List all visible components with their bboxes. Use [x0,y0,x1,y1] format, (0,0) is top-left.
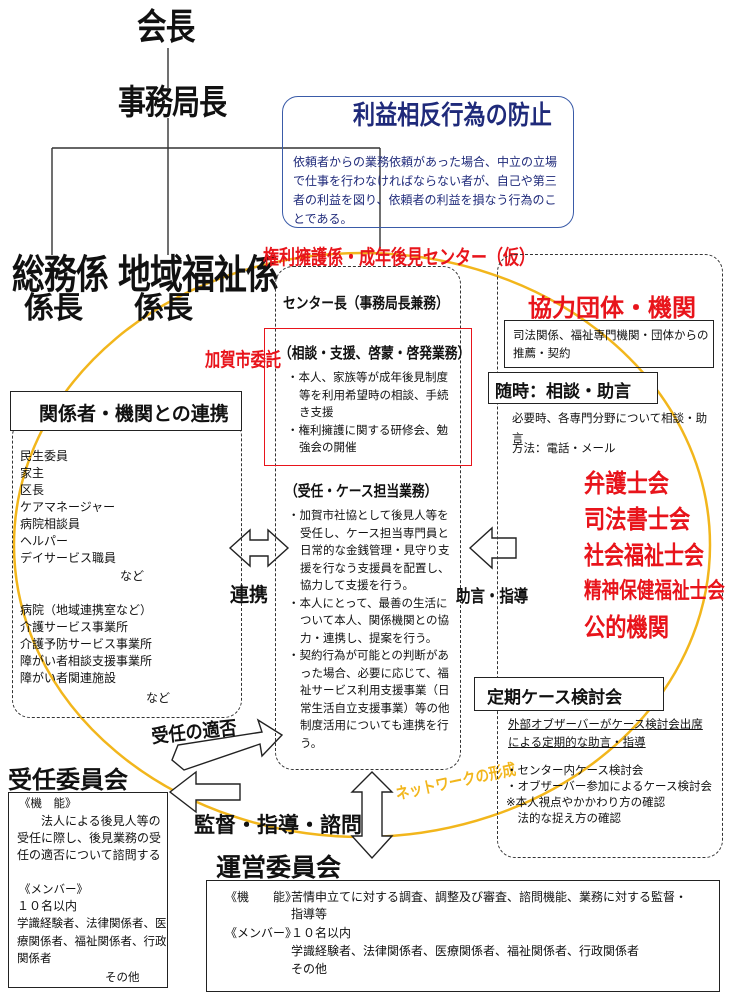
relations-title-box: 関係者・機関との連携 [10,391,242,431]
partner-item: 弁護士会 [584,469,670,498]
partners-desc-box: 司法関係、福祉専門機関・団体からの推薦・契約 [504,320,714,368]
relations-item: ヘルパー [20,534,69,548]
advice-arrow [468,526,517,570]
case-item: ・契約行為が可能との判断があった場合、必要に応じて、福祉サービス利用支援事業（日… [288,648,450,750]
kaga-commission-label: 加賀市委託 [205,349,282,371]
center-box [275,266,461,770]
partner-item: 司法書士会 [584,505,691,534]
partner-item: 公的機関 [584,613,670,642]
relations-group1: 民生委員 家主 区長 ケアマネージャー 病院相談員 ヘルパー デイサービス職員 [20,448,116,567]
case-item: ・本人にとって、最善の生活について本人、関係機関との協力・連携し、提案を行う。 [288,595,450,645]
committee-function-label: 《機 能》 [19,796,77,810]
steering-title: 運営委員会 [216,853,342,882]
appropriateness-arrow [171,718,284,771]
cooperation-arrow [228,528,290,568]
relations-item: 病院（地域連携室など） [20,603,153,617]
relations-item: 障がい者関連施設 [20,671,117,685]
partner-list: 弁護士会 司法書士会 社会福祉士会 精神保健福祉士会 公的機関 [584,466,730,646]
anytime-box: 随時：相談・助言 [488,372,658,404]
relations-item: 障がい者相談支援事業所 [20,654,153,668]
committee-members-body: 学識経験者、法律関係者、医療関係者、福祉関係者、行政関係者 [17,916,167,965]
anytime-body: 必要時、各専門分野について相談・助言 [512,411,708,445]
committee-function-body: 法人による後見人等の受任に際し、後見業務の受任の適否について諮問する [17,814,162,862]
relations-title: 関係者・機関との連携 [39,403,229,425]
relations-item: 民生委員 [20,449,69,463]
committee-box: 《機 能》 法人による後見人等の受任に際し、後見業務の受任の適否について諮問する… [8,792,168,988]
case-meeting-box: 定期ケース検討会 [474,677,664,711]
committee-members-etc: その他 [105,970,140,984]
relations-group2: 病院（地域連携室など） 介護サービス事業所 介護予防サービス事業所 障がい者相談… [20,602,152,687]
case-meeting-item: ・センター内ケース検討会 [506,763,644,777]
consult-support-box: （相談・支援、啓蒙・啓発業務） ・本人、家族等が成年後見制度等を利用希望時の相談… [264,328,472,466]
center-head: センター長（事務局長兼務） [283,294,449,312]
consult-item: ・権利擁護に関する研修会、勉強会の開催 [287,422,448,455]
vertical-double-arrow [350,771,394,860]
advice-label: 助言・指導 [456,587,529,607]
secretary-general-label: 事務局長 [118,83,227,123]
case-meeting-item: ※本人視点やかかわり方の確認 [506,795,666,809]
case-meeting-list: ・センター内ケース検討会 ・オブザーバー参加によるケース検討会 ※本人視点やかか… [506,762,712,826]
partners-box [497,254,723,858]
case-item: ・加賀市社協として後見人等を受任し、ケース担当専門員と日常的な金銭管理・見守り支… [288,508,450,592]
case-duty-heading: （受任・ケース担当業務） [285,482,438,500]
supervision-label: 監督・指導・諮問 [194,813,362,837]
general-affairs-label: 総務係 [12,252,109,298]
general-affairs-chief-label: 係長 [24,291,83,326]
partners-title: 協力団体・機関 [528,294,696,322]
steering-members-count: １０名以内 [291,926,352,940]
supervision-arrow [168,770,241,814]
case-duty-list: ・加賀市社協として後見人等を受任し、ケース担当専門員と日常的な金銭管理・見守り支… [288,507,452,752]
relations-item: 介護サービス事業所 [20,620,129,634]
relations-item: 区長 [20,483,45,497]
center-title: 権利擁護係・成年後見センター（仮） [263,245,535,269]
conflict-of-interest-body: 依頼者からの業務依頼があった場合、中立の立場で仕事を行わなければならない者が、自… [293,155,558,226]
relations-item: 病院相談員 [20,517,81,531]
relations-item: 介護予防サービス事業所 [20,637,153,651]
partner-item: 精神保健福祉士会 [584,579,725,604]
steering-members-body: 学識経験者、法律関係者、医療関係者、福祉関係者、行政関係者 [291,944,640,958]
relations-item: ケアマネージャー [20,500,116,514]
anytime-heading: 随時：相談・助言 [495,382,631,402]
steering-function-label: 《機 能》 [225,890,298,904]
steering-members-etc: その他 [291,962,328,976]
committee-members-count: １０名以内 [17,899,78,913]
case-meeting-item: 法的な捉え方の確認 [506,811,621,825]
cooperation-label: 連携 [230,584,269,606]
consult-support-heading: （相談・支援、啓蒙・啓発業務） [279,344,471,362]
consult-item: ・本人、家族等が成年後見制度等を利用希望時の相談、手続き支援 [287,370,449,419]
case-meeting-heading: 定期ケース検討会 [487,688,623,708]
conflict-of-interest-box: 利益相反行為の防止 依頼者からの業務依頼があった場合、中立の立場で仕事を行わなけ… [282,96,574,228]
partner-item: 社会福祉士会 [584,541,705,570]
community-welfare-label: 地域福祉係 [118,252,279,298]
relations-item: 家主 [20,466,45,480]
consult-support-list: ・本人、家族等が成年後見制度等を利用希望時の相談、手続き支援 ・権利擁護に関する… [287,369,459,457]
anytime-method: 方法：電話・メール [512,441,616,455]
steering-box: 《機 能》 苦情申立てに対する調査、調整及び審査、諮問機能、業務に対する監督・指… [206,880,720,992]
partners-desc: 司法関係、福祉専門機関・団体からの推薦・契約 [513,328,709,360]
steering-function-body: 苦情申立てに対する調査、調整及び審査、諮問機能、業務に対する監督・指導等 [291,890,688,921]
case-meeting-desc: 外部オブザーバーがケース検討会出席による定期的な助言・指導 [508,717,703,749]
conflict-of-interest-title: 利益相反行為の防止 [353,101,552,131]
community-welfare-chief-label: 係長 [134,291,193,326]
committee-members-label: 《メンバー》 [19,882,88,896]
steering-members-label: 《メンバー》 [225,926,298,940]
relations-etc2: など [146,691,171,705]
relations-item: デイサービス職員 [20,551,117,565]
chairman-label: 会長 [137,7,195,48]
relations-etc1: など [120,569,145,583]
case-meeting-item: ・オブザーバー参加によるケース検討会 [506,779,712,793]
committee-title: 受任委員会 [8,766,128,794]
